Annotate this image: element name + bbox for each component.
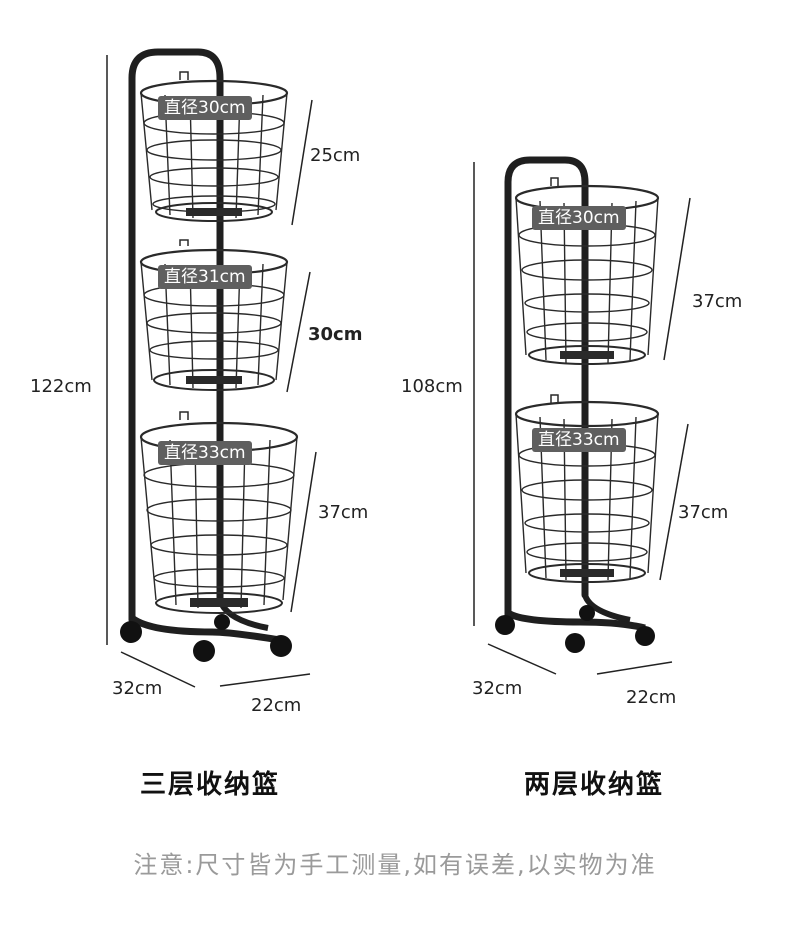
basket-height-label: 37cm [318, 502, 369, 523]
basket-height-label: 30cm [308, 324, 363, 345]
two-tier-caption: 两层收纳篮 [524, 770, 665, 800]
width-label: 22cm [626, 687, 677, 708]
basket-diameter-badge: 直径31cm [158, 265, 252, 289]
width-line [219, 673, 311, 687]
basket-height-label: 37cm [692, 291, 743, 312]
depth-label: 32cm [112, 678, 163, 699]
basket-height-label: 25cm [310, 145, 361, 166]
width-label: 22cm [251, 695, 302, 716]
basket-diameter-badge: 直径33cm [532, 428, 626, 452]
measurement-note: 注意:尺寸皆为手工测量,如有误差,以实物为准 [133, 851, 657, 879]
depth-line [120, 651, 196, 688]
two-tier-rack [473, 156, 691, 675]
total-height-label: 108cm [401, 376, 463, 397]
depth-label: 32cm [472, 678, 523, 699]
basket-diameter-badge: 直径33cm [158, 441, 252, 465]
basket-height-label: 37cm [678, 502, 729, 523]
width-line [596, 661, 673, 675]
three-tier-caption: 三层收纳篮 [140, 770, 281, 800]
depth-line [487, 643, 557, 675]
three-tier-rack [106, 48, 317, 688]
basket-diameter-badge: 直径30cm [158, 96, 252, 120]
basket-diameter-badge: 直径30cm [532, 206, 626, 230]
total-height-label: 122cm [30, 376, 92, 397]
